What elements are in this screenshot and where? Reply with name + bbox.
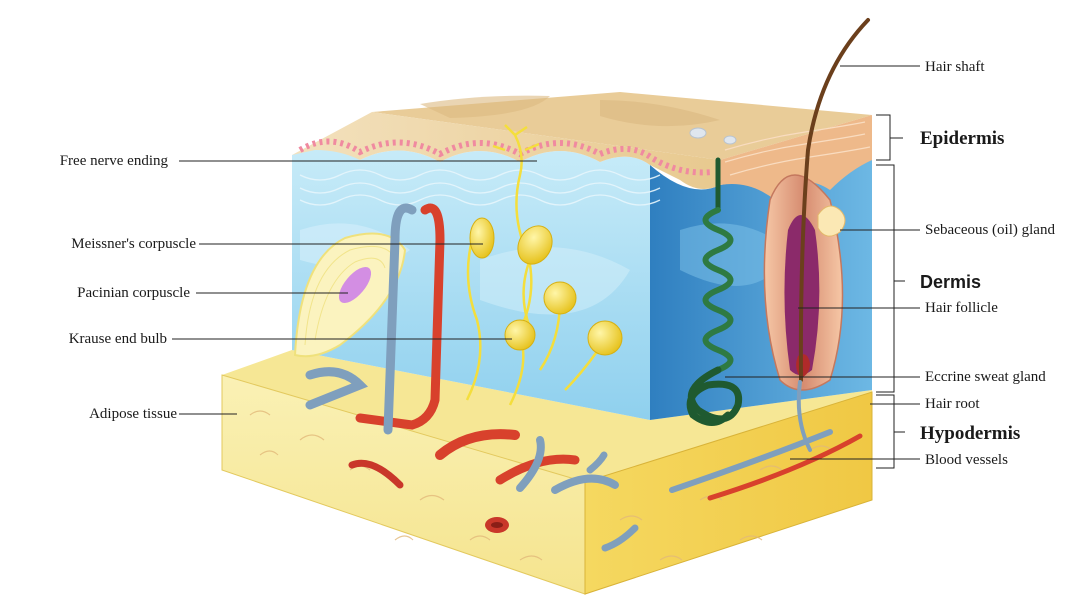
label-pacinian-corpuscle: Pacinian corpuscle xyxy=(0,284,190,302)
label-hair-shaft: Hair shaft xyxy=(925,58,985,76)
label-meissners-corpuscle: Meissner's corpuscle xyxy=(0,235,196,253)
label-adipose-tissue: Adipose tissue xyxy=(0,405,177,423)
label-krause-end-bulb: Krause end bulb xyxy=(0,330,167,348)
label-sebaceous-gland: Sebaceous (oil) gland xyxy=(925,221,1055,239)
label-eccrine-sweat-gland: Eccrine sweat gland xyxy=(925,368,1046,386)
label-blood-vessels: Blood vessels xyxy=(925,451,1008,469)
label-free-nerve-ending: Free nerve ending xyxy=(0,152,168,170)
label-epidermis: Epidermis xyxy=(920,128,1004,150)
label-hypodermis: Hypodermis xyxy=(920,423,1020,445)
label-hair-follicle: Hair follicle xyxy=(925,299,998,317)
label-hair-root: Hair root xyxy=(925,395,980,413)
label-dermis: Dermis xyxy=(920,271,981,293)
